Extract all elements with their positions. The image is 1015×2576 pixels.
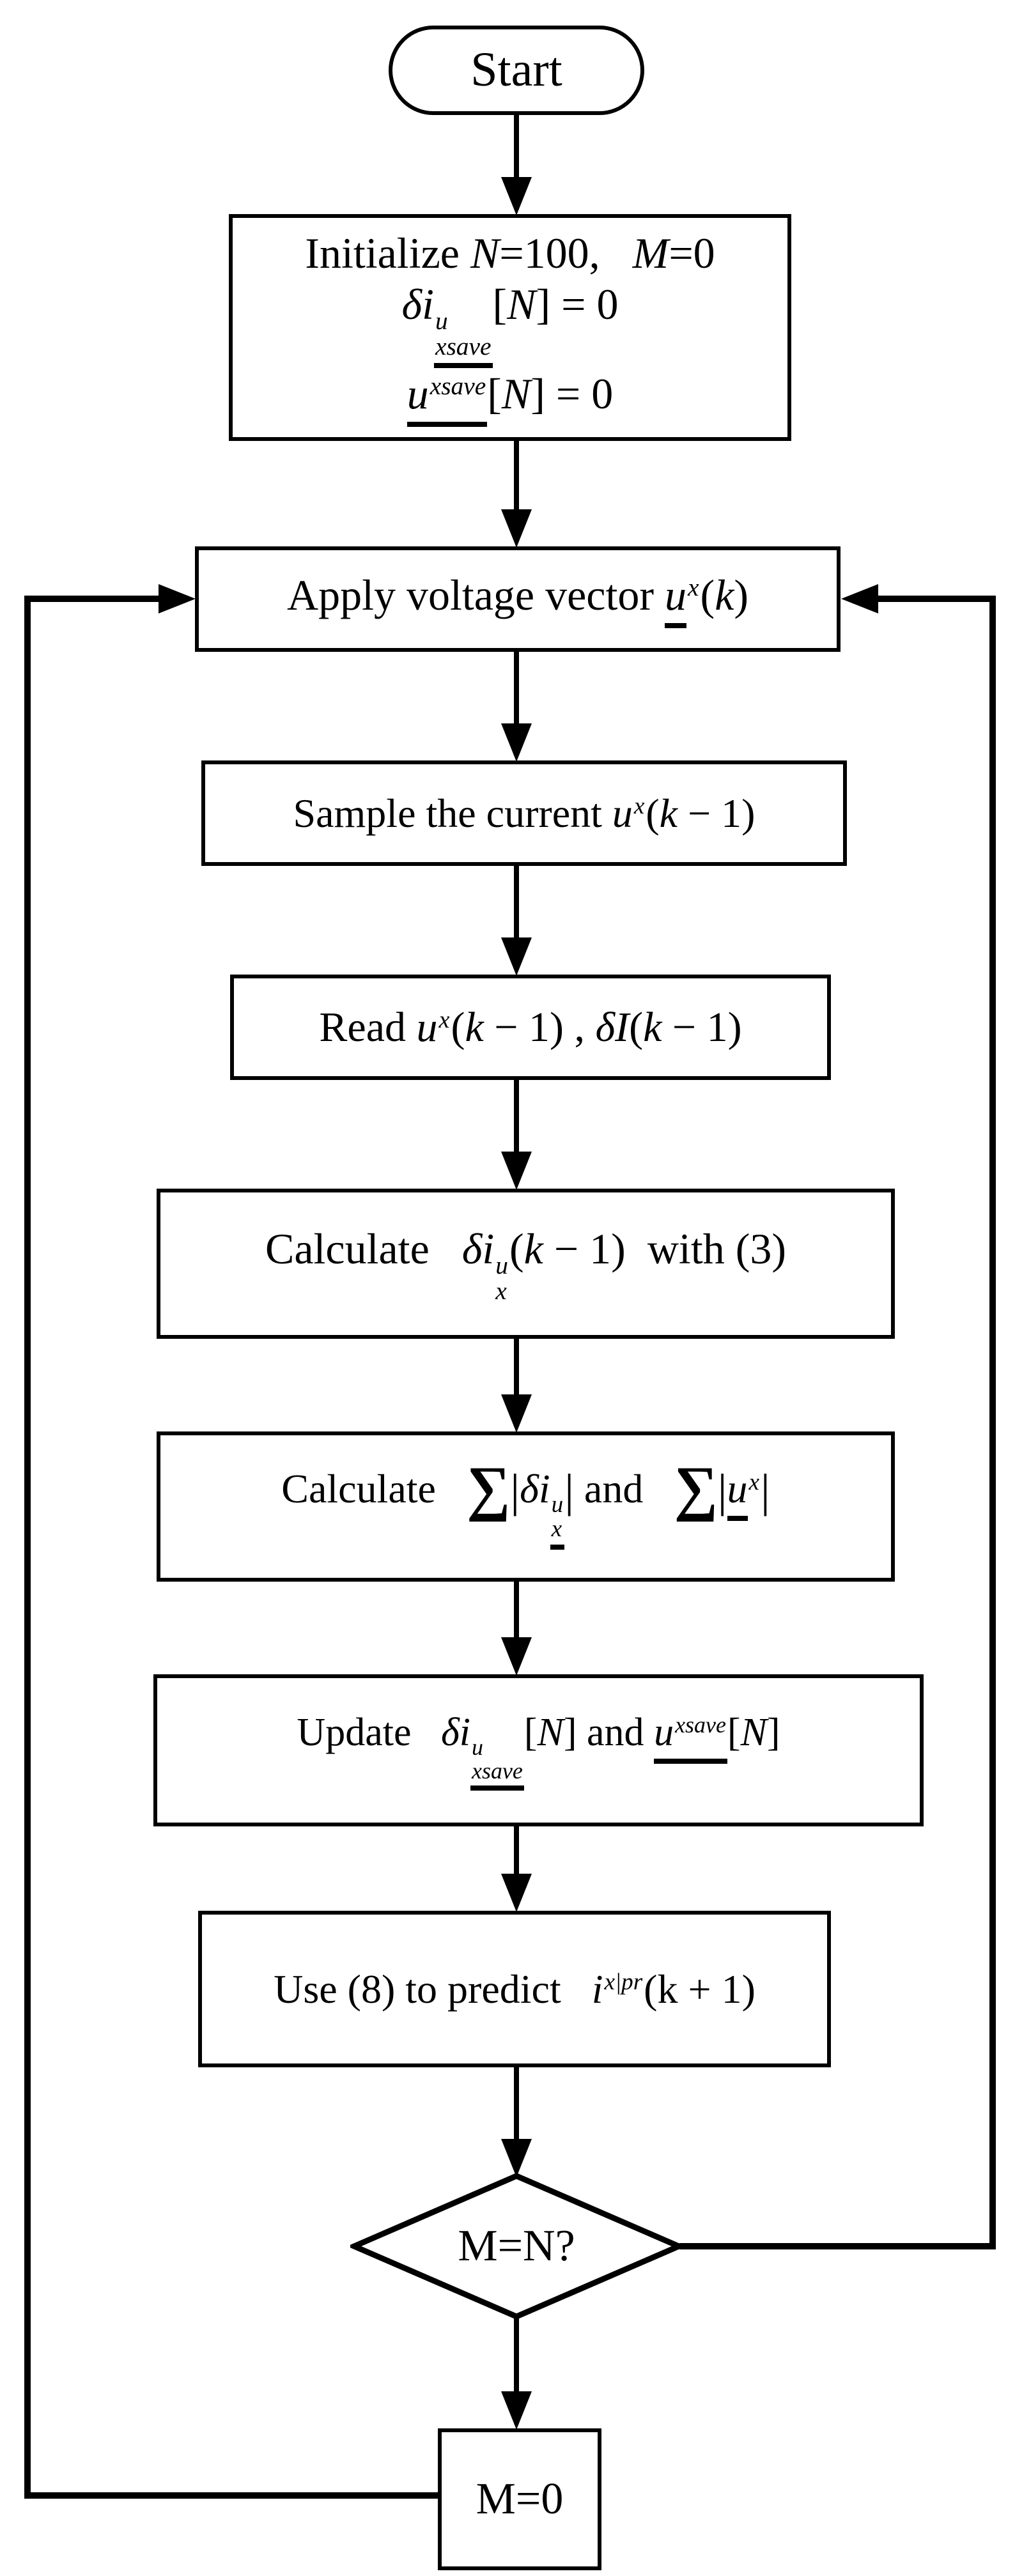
arrow-predict-decision-head [501, 2139, 532, 2177]
arrow-calculate-sums-head [501, 1394, 532, 1433]
feedback-right-bottom-line [679, 2243, 995, 2249]
arrow-start-initialize-head [501, 177, 532, 215]
feedback-left-bottom-line [27, 2492, 439, 2499]
apply-voltage-node: Apply voltage vector ux(k) [195, 546, 841, 652]
feedback-left-arrow-head [159, 584, 196, 613]
start-label: Start [470, 43, 562, 97]
read-values-node: Read ux(k − 1) , δI(k − 1) [230, 975, 831, 1080]
arrow-update-predict-line [514, 1825, 519, 1875]
feedback-left-vertical-line [24, 596, 31, 2499]
reset-m-node: M=0 [438, 2428, 601, 2570]
arrow-apply-sample-line [514, 651, 519, 723]
arrow-calculate-sums-line [514, 1338, 519, 1395]
apply-voltage-label: Apply voltage vector ux(k) [287, 570, 748, 629]
start-node: Start [389, 26, 644, 115]
feedback-right-vertical-line [989, 596, 996, 2249]
arrow-apply-sample-head [501, 723, 532, 762]
arrow-decision-reset-line [514, 2317, 519, 2392]
initialize-line-3: uxsave[N] = 0 [407, 369, 613, 428]
arrow-read-calculate-line [514, 1079, 519, 1152]
predict-current-node: Use (8) to predict ix|pr(k + 1) [198, 1911, 831, 2067]
arrow-read-calculate-head [501, 1152, 532, 1190]
predict-current-label: Use (8) to predict ix|pr(k + 1) [274, 1966, 755, 2012]
initialize-line-1: Initialize N=100, M=0 [305, 228, 715, 277]
arrow-update-predict-head [501, 1874, 532, 1912]
feedback-left-top-line [24, 596, 160, 602]
arrow-sample-read-head [501, 937, 532, 976]
feedback-right-arrow-head [841, 584, 878, 613]
arrow-sums-update-line [514, 1580, 519, 1638]
arrow-decision-reset-head [501, 2391, 532, 2430]
decision-node: M=N? [350, 2173, 683, 2320]
sample-current-node: Sample the current ux(k − 1) [201, 760, 847, 866]
reset-m-label: M=0 [476, 2474, 564, 2524]
arrow-initialize-apply-head [501, 509, 532, 548]
arrow-predict-decision-line [514, 2066, 519, 2140]
arrow-sums-update-head [501, 1637, 532, 1676]
arrow-start-initialize-line [514, 114, 519, 180]
arrow-sample-read-line [514, 865, 519, 937]
feedback-right-top-line [878, 596, 995, 602]
arrow-initialize-apply-line [514, 440, 519, 511]
decision-label: M=N? [458, 2221, 575, 2271]
read-values-label: Read ux(k − 1) , δI(k − 1) [319, 1003, 742, 1051]
sample-current-label: Sample the current ux(k − 1) [293, 790, 755, 836]
